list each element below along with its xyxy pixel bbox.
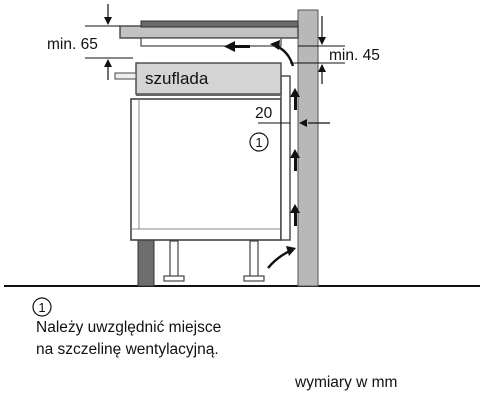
worktop	[119, 25, 299, 39]
drawer-label: szuflada	[145, 69, 209, 88]
dim-top-arrowhead-1	[104, 17, 112, 25]
dim-spacing-arrowhead	[299, 119, 307, 127]
top-gap-label: min. 65	[47, 36, 98, 53]
cooktop-body	[140, 37, 282, 47]
units-caption: wymiary w mm	[295, 374, 398, 391]
note-line-1: Należy uwzględnić miejsce	[36, 319, 222, 336]
note-marker-circle	[32, 297, 52, 317]
dim-top-arrowhead-2	[104, 59, 112, 67]
cabinet-leg-left-foot	[163, 275, 185, 282]
drawer-handle	[114, 72, 137, 80]
cabinet-body	[130, 98, 282, 241]
wall	[297, 9, 319, 287]
note-line-2: na szczelinę wentylacyjną.	[36, 341, 219, 358]
cabinet-leg-right-foot	[243, 275, 265, 282]
cabinet-plinth	[137, 239, 155, 287]
marker-number: 1	[255, 135, 262, 150]
cabinet-leg-right	[249, 240, 259, 278]
note-marker-number: 1	[38, 300, 45, 315]
marker-circle	[249, 132, 269, 152]
cabinet-leg-left	[169, 240, 179, 278]
airflow-arrows	[224, 40, 300, 269]
spacing-label: 20	[255, 105, 273, 122]
cooktop	[140, 20, 299, 28]
dim-side-arrowhead-1	[318, 37, 326, 45]
side-gap-label: min. 45	[329, 47, 380, 64]
cabinet-side-panel	[280, 75, 291, 241]
dim-side-arrowhead-2	[318, 64, 326, 72]
